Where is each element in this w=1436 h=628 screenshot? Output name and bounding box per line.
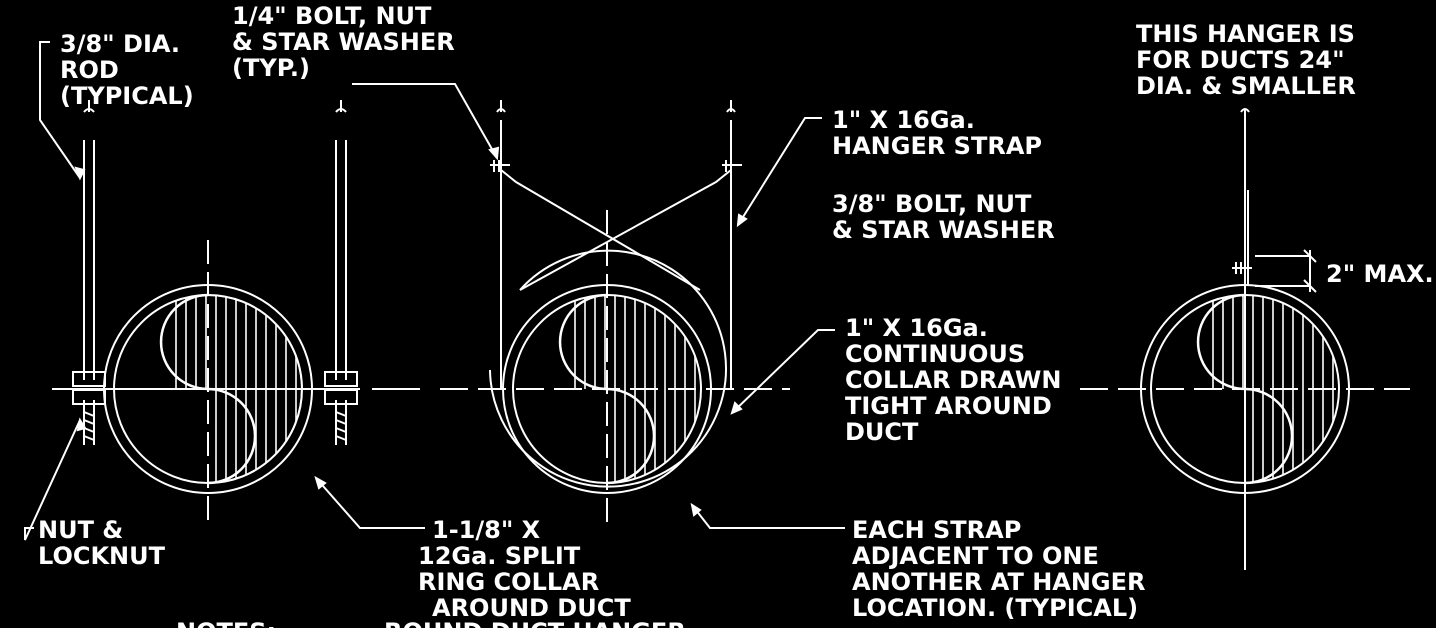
label-quarter-bolt: 1/4" BOLT, NUT & STAR WASHER (TYP.) [232,2,455,82]
label-line: (TYP.) [232,54,310,82]
label-line: ROD [60,56,119,84]
label-line: TIGHT AROUND [845,392,1052,420]
label-each-strap: EACH STRAP ADJACENT TO ONE ANOTHER AT HA… [852,516,1146,622]
label-line: DIA. & SMALLER [1136,72,1356,100]
label-line: (TYPICAL) [60,82,194,110]
label-line: HANGER STRAP [832,132,1042,160]
strap-hanger-detail [440,100,790,530]
label-line: 1-1/8" X [432,516,541,544]
leader-lines [24,41,845,541]
label-line: RING COLLAR [418,568,599,596]
label-line: ANOTHER AT HANGER [852,568,1146,596]
label-three-eighths-bolt: 3/8" BOLT, NUT & STAR WASHER [832,190,1055,244]
label-line: THIS HANGER IS [1136,20,1355,48]
label-line: ADJACENT TO ONE [852,542,1099,570]
label-line: EACH STRAP [852,516,1021,544]
label-line: & STAR WASHER [832,216,1055,244]
label-line: AROUND DUCT [432,594,631,622]
dimension-max-label: 2" MAX. [1326,260,1434,288]
label-rod: 3/8" DIA. ROD (TYPICAL) [60,30,194,110]
label-line: COLLAR DRAWN [845,366,1061,394]
label-line: & STAR WASHER [232,28,455,56]
label-small-duct-note: THIS HANGER IS FOR DUCTS 24" DIA. & SMAL… [1136,20,1356,100]
notes-title: NOTES: [176,618,276,628]
label-nut-locknut: NUT & LOCKNUT [38,516,166,570]
label-line: 1" X 16Ga. [845,314,988,342]
left-rod [72,100,106,445]
drawing-title: ROUND DUCT HANGER [384,618,686,628]
label-line: LOCATION. (TYPICAL) [852,594,1138,622]
label-continuous-collar: 1" X 16Ga. CONTINUOUS COLLAR DRAWN TIGHT… [845,314,1061,446]
label-split-ring: 1-1/8" X 12Ga. SPLIT RING COLLAR AROUND … [418,516,631,622]
rod-hanger-detail [52,100,420,520]
label-line: FOR DUCTS 24" [1136,46,1345,74]
label-line: 1" X 16Ga. [832,106,975,134]
label-line: NUT & [38,516,123,544]
label-line: 1/4" BOLT, NUT [232,2,432,30]
label-line: 3/8" BOLT, NUT [832,190,1032,218]
label-hanger-strap: 1" X 16Ga. HANGER STRAP [832,106,1042,160]
label-line: DUCT [845,418,919,446]
label-line: CONTINUOUS [845,340,1025,368]
right-rod [324,100,358,445]
small-duct-hanger-detail [1080,108,1410,570]
label-line: LOCKNUT [38,542,166,570]
label-line: 12Ga. SPLIT [418,542,581,570]
label-line: 3/8" DIA. [60,30,180,58]
